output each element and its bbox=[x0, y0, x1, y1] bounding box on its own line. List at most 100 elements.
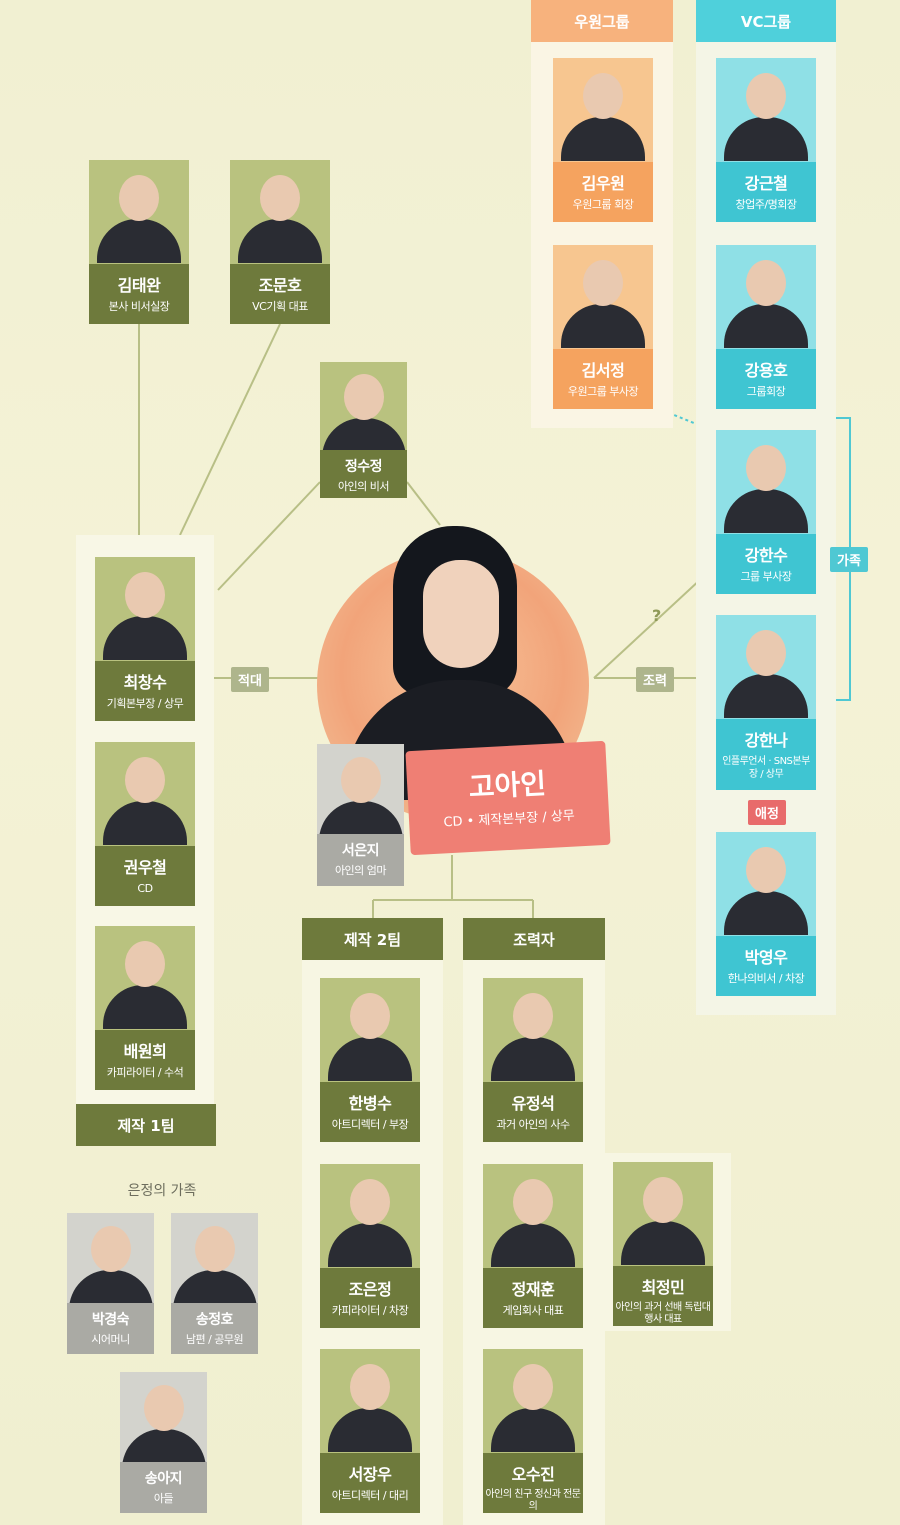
portrait-head bbox=[119, 175, 159, 221]
role-jo-eunjeong: 카피라이터 / 차장 bbox=[331, 1304, 409, 1317]
name-park-gyeongsuk: 박경숙 bbox=[91, 1312, 130, 1328]
photo-kang-hansu bbox=[716, 430, 816, 534]
portrait-body bbox=[724, 117, 808, 161]
photo-kang-yongho bbox=[716, 245, 816, 349]
portrait-body bbox=[97, 219, 181, 263]
role-kim-seojeong: 우원그룹 부사장 bbox=[567, 385, 639, 398]
photo-bae-wonhee bbox=[95, 926, 195, 1030]
name-jo-munho: 조문호 bbox=[258, 276, 302, 295]
photo-kang-hanna bbox=[716, 615, 816, 719]
photo-park-gyeongsuk bbox=[67, 1213, 154, 1314]
name-jung-sujeong: 정수정 bbox=[344, 459, 383, 475]
name-song-aji: 송아지 bbox=[144, 1471, 183, 1487]
portrait-head bbox=[746, 847, 786, 893]
photo-choi-jeongmin bbox=[613, 1162, 713, 1266]
name-yoo-jeongseok: 유정석 bbox=[511, 1094, 555, 1113]
portrait-head bbox=[350, 993, 390, 1039]
portrait-body bbox=[724, 891, 808, 935]
name-kim-taewan: 김태완 bbox=[117, 276, 161, 295]
photo-kim-woowon bbox=[553, 58, 653, 162]
role-song-aji: 아들 bbox=[153, 1492, 174, 1505]
photo-kim-taewan bbox=[89, 160, 189, 264]
portrait-body bbox=[103, 985, 187, 1029]
portrait-head bbox=[513, 1179, 553, 1225]
role-han-byeongsu: 아트디렉터 / 부장 bbox=[331, 1118, 409, 1131]
photo-yoo-jeongseok bbox=[483, 978, 583, 1082]
helpers-title: 조력자 bbox=[513, 931, 555, 949]
name-kwon-woocheol: 권우철 bbox=[123, 858, 167, 877]
portrait-body bbox=[328, 1223, 412, 1267]
card-seo-eunji[interactable]: 서은지 아인의 엄마 bbox=[317, 744, 404, 886]
name-kang-geuncheol: 강근철 bbox=[744, 174, 788, 193]
role-kang-hansu: 그룹 부사장 bbox=[740, 570, 792, 583]
portrait-body bbox=[561, 117, 645, 161]
team2-label: 제작 2팀 bbox=[302, 918, 443, 960]
name-seo-eunji: 서은지 bbox=[341, 843, 380, 859]
portrait-head bbox=[194, 1226, 235, 1272]
name-park-yeongwoo: 박영우 bbox=[744, 948, 788, 967]
role-bae-wonhee: 카피라이터 / 수석 bbox=[106, 1066, 184, 1079]
portrait-body bbox=[491, 1223, 575, 1267]
portrait-head bbox=[260, 175, 300, 221]
team1-title: 제작 1팀 bbox=[117, 1117, 175, 1135]
family-group-title: 은정의 가족 bbox=[127, 1183, 197, 1199]
portrait-body bbox=[724, 489, 808, 533]
portrait-head bbox=[340, 757, 381, 803]
tag-enemy: 적대 bbox=[231, 667, 269, 692]
vc-group-title: VC그룹 bbox=[740, 13, 792, 31]
role-park-gyeongsuk: 시어머니 bbox=[91, 1333, 130, 1346]
name-han-byeongsu: 한병수 bbox=[348, 1094, 392, 1113]
role-yoo-jeongseok: 과거 아인의 사수 bbox=[496, 1118, 570, 1131]
wooown-group-label: 우원그룹 bbox=[531, 0, 673, 42]
portrait-body bbox=[491, 1037, 575, 1081]
portrait-head bbox=[643, 1177, 683, 1223]
name-kang-hanna: 강한나 bbox=[744, 731, 788, 750]
role-kang-hanna: 인플루언서 · SNS본부장 / 상무 bbox=[722, 756, 810, 780]
photo-choi-changsu bbox=[95, 557, 195, 661]
photo-song-jeongho bbox=[171, 1213, 258, 1314]
portrait-head bbox=[513, 993, 553, 1039]
role-oh-sujin: 아인의 친구 정신과 전문의 bbox=[485, 1489, 581, 1512]
portrait-head bbox=[746, 445, 786, 491]
portrait-head bbox=[343, 374, 384, 420]
name-seo-jangwoo: 서장우 bbox=[348, 1465, 392, 1484]
photo-kang-geuncheol bbox=[716, 58, 816, 162]
portrait-head bbox=[125, 941, 165, 987]
portrait-body bbox=[328, 1408, 412, 1452]
name-jo-eunjeong: 조은정 bbox=[348, 1280, 392, 1299]
team2-title: 제작 2팀 bbox=[343, 931, 402, 949]
wooown-group-title: 우원그룹 bbox=[574, 13, 630, 31]
photo-han-byeongsu bbox=[320, 978, 420, 1082]
tag-unknown: ? bbox=[652, 606, 662, 625]
portrait-body bbox=[328, 1037, 412, 1081]
role-kim-taewan: 본사 비서실장 bbox=[108, 300, 170, 313]
portrait-body bbox=[724, 674, 808, 718]
photo-jung-jaehoon bbox=[483, 1164, 583, 1268]
portrait-body bbox=[238, 219, 322, 263]
tag-love: 애정 bbox=[748, 800, 786, 825]
